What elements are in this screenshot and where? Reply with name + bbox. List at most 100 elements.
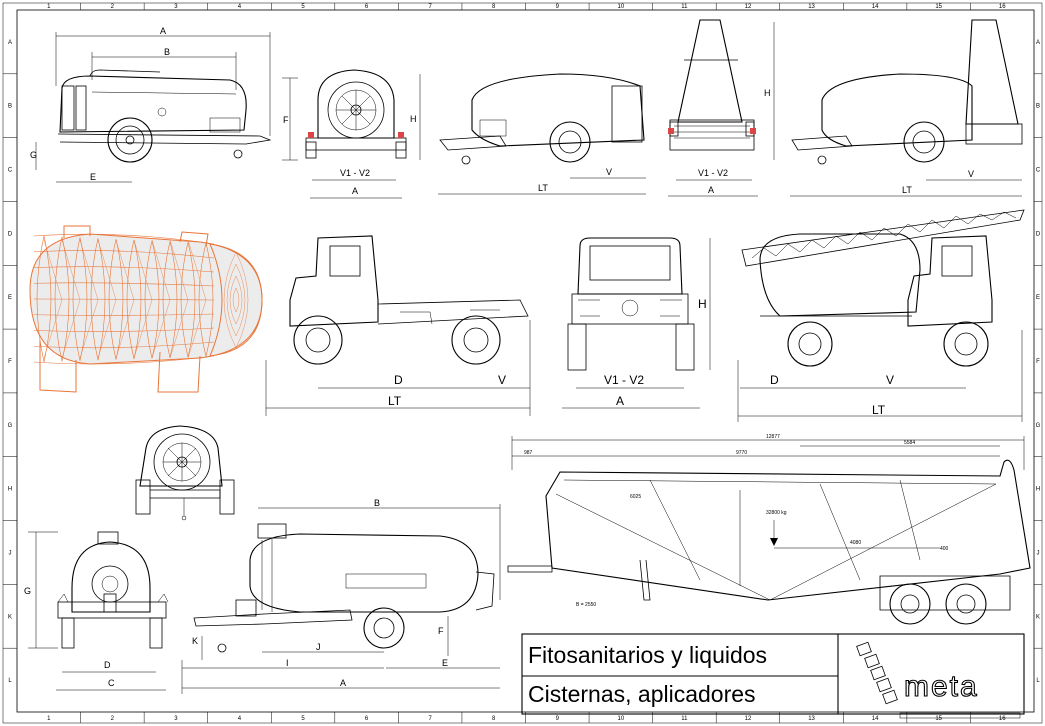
row-label: L — [8, 678, 12, 684]
row-label: B — [8, 104, 12, 110]
column-label: 4 — [238, 716, 242, 722]
row-label: D — [8, 231, 13, 237]
tall-rear-view: H V1 - V2 A — [668, 19, 775, 197]
row-label: E — [8, 295, 12, 301]
dim-label-v-tow: V — [606, 167, 612, 177]
dim-label-d-truck: D — [394, 373, 403, 387]
dim-label-v-truck: V — [498, 373, 506, 387]
row-label: A — [8, 40, 12, 46]
row-label: G — [1036, 423, 1041, 429]
column-label: 14 — [872, 716, 879, 722]
row-label: D — [1036, 231, 1041, 237]
dim-label-lt-truck: LT — [388, 394, 402, 408]
row-label: F — [8, 359, 12, 365]
meta-logo-mark — [856, 641, 898, 705]
semitrailer-dim-5584: 5584 — [904, 440, 915, 446]
semitrailer-dim-4080: 4080 — [850, 540, 861, 546]
dim-label-e-tanker: E — [442, 658, 448, 668]
dim-label-e: E — [90, 172, 96, 182]
trailer-rear-view: H V1 - V2 A — [305, 69, 421, 199]
scale-bar — [899, 712, 1021, 719]
truck-front-view: H V1 - V2 A — [562, 237, 711, 409]
dim-label-k-tanker: K — [192, 636, 198, 646]
tanker-side-view: B K J I F E A — [181, 498, 501, 694]
title-line-2: Cisternas, aplicadores — [528, 681, 756, 707]
column-label: 2 — [111, 716, 115, 722]
semitrailer-load: 32800 kg — [766, 510, 787, 516]
dim-label-lt-crane: LT — [872, 403, 886, 417]
dim-label-f-tanker: F — [438, 626, 444, 636]
dim-label-v1v2-front: V1 - V2 — [604, 373, 644, 387]
row-label: C — [8, 168, 13, 174]
column-label: 3 — [174, 716, 178, 722]
column-label: 12 — [745, 4, 752, 10]
tank-wireframe-3d — [29, 225, 263, 393]
dim-label-v-crane: V — [886, 373, 894, 387]
semitrailer-dim-6025: 6025 — [630, 494, 641, 500]
column-label: 13 — [808, 716, 815, 722]
column-label: 5 — [301, 4, 305, 10]
semitrailer-dim-b: B = 2550 — [576, 602, 596, 608]
semitrailer-dim-987: 987 — [524, 450, 533, 456]
column-label: 8 — [492, 716, 496, 722]
row-label: C — [1036, 168, 1041, 174]
row-label: L — [1036, 678, 1040, 684]
dim-label-lt-tall: LT — [902, 185, 912, 195]
column-label: 11 — [681, 716, 688, 722]
dim-label-h-front: H — [698, 297, 707, 311]
column-label: 4 — [238, 4, 242, 10]
row-label: E — [1036, 295, 1040, 301]
column-label: 16 — [999, 716, 1006, 722]
dim-label-lt-tow: LT — [538, 183, 548, 193]
row-label: A — [1036, 40, 1040, 46]
meta-logo-text: meta — [904, 670, 979, 703]
tall-side-view: V LT — [790, 19, 1023, 197]
column-label: 2 — [111, 4, 115, 10]
dim-label-v1v2-tall: V1 - V2 — [698, 168, 728, 178]
truck-side-view: D V LT — [265, 235, 531, 416]
semitrailer-dim-400: 400 — [940, 546, 949, 552]
column-label: 15 — [935, 716, 942, 722]
semitrailer-view: 12877 987 9770 5584 6025 32800 kg 4080 4… — [507, 434, 1031, 625]
column-label: 1 — [47, 716, 51, 722]
column-label: 15 — [935, 4, 942, 10]
tow-sprayer-side-view: V LT — [438, 73, 646, 195]
semitrailer-dim-total: 12877 — [766, 434, 780, 440]
column-label: 9 — [556, 716, 560, 722]
row-label: F — [1036, 359, 1040, 365]
crane-truck-side-view: D V LT — [737, 209, 1025, 422]
dim-label-v-tall: V — [968, 169, 974, 179]
dim-label-d-crane: D — [770, 373, 779, 387]
title-block-frame: meta — [521, 633, 1025, 719]
column-label: 16 — [999, 4, 1006, 10]
column-label: 6 — [365, 4, 369, 10]
dim-label-c-tank: C — [108, 678, 115, 688]
rear-fan-view — [135, 425, 235, 521]
dim-label-h-tall: H — [764, 88, 771, 98]
column-label: 7 — [428, 4, 432, 10]
dim-label-h: H — [410, 114, 417, 124]
tank-rear-view: G D C — [24, 531, 169, 691]
row-label: B — [1036, 104, 1040, 110]
dim-label-j-tanker: J — [316, 642, 321, 652]
column-label: 6 — [365, 716, 369, 722]
dim-label-a-tall: A — [708, 185, 714, 195]
column-label: 8 — [492, 4, 496, 10]
dim-label-d-tank: D — [104, 660, 111, 670]
column-label: 13 — [808, 4, 815, 10]
dim-label-i-tanker: I — [286, 658, 289, 668]
row-label: G — [8, 423, 13, 429]
row-label: K — [1036, 614, 1040, 620]
column-label: 3 — [174, 4, 178, 10]
title-line-1: Fitosanitarios y liquidos — [528, 642, 768, 668]
trailer-side-view: A B F G E — [30, 26, 298, 183]
row-label: H — [1036, 487, 1040, 493]
dim-label-b: B — [164, 47, 170, 57]
column-label: 11 — [681, 4, 688, 10]
dim-label-g: G — [30, 150, 37, 160]
